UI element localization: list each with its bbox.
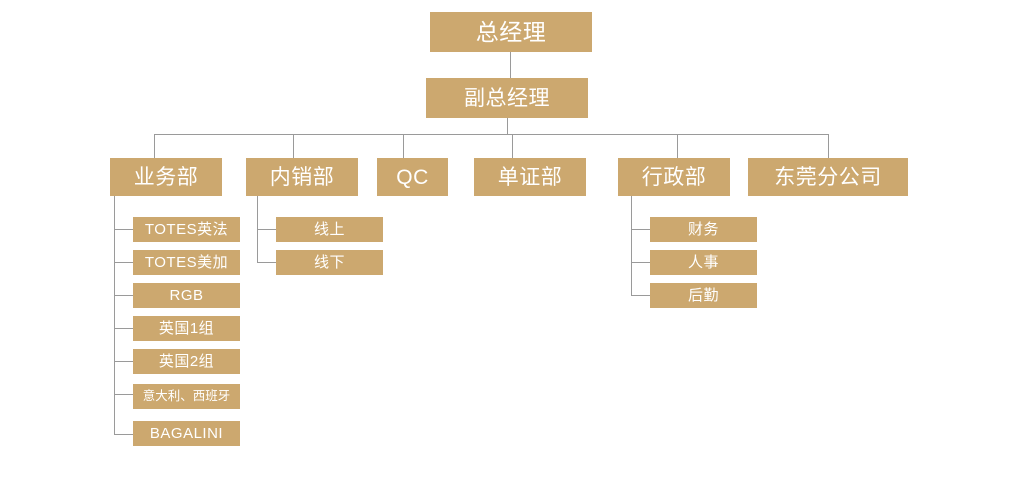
connector-sales-branch-6	[114, 394, 133, 395]
department-sales[interactable]: 业务部	[110, 158, 222, 196]
domestic-team-online[interactable]: 线上	[276, 217, 383, 242]
sales-team-uk-group-2[interactable]: 英国2组	[133, 349, 240, 374]
connector-bus-to-docs	[512, 134, 513, 158]
connector-sales-spine	[114, 196, 115, 434]
connector-bus-to-dongguan	[828, 134, 829, 158]
connector-sales-branch-2	[114, 262, 133, 263]
sales-team-totes-uk-france[interactable]: TOTES英法	[133, 217, 240, 242]
connector-bus-to-qc	[403, 134, 404, 158]
connector-department-bus	[154, 134, 828, 135]
department-dongguan-branch[interactable]: 东莞分公司	[748, 158, 908, 196]
department-documentation[interactable]: 单证部	[474, 158, 586, 196]
connector-domestic-branch-2	[257, 262, 276, 263]
department-administration[interactable]: 行政部	[618, 158, 730, 196]
node-general-manager[interactable]: 总经理	[430, 12, 592, 52]
admin-team-hr[interactable]: 人事	[650, 250, 757, 275]
admin-team-finance[interactable]: 财务	[650, 217, 757, 242]
connector-sales-branch-3	[114, 295, 133, 296]
admin-team-logistics[interactable]: 后勤	[650, 283, 757, 308]
sales-team-uk-group-1[interactable]: 英国1组	[133, 316, 240, 341]
node-vice-general-manager[interactable]: 副总经理	[426, 78, 588, 118]
department-qc[interactable]: QC	[377, 158, 448, 196]
sales-team-bagalini[interactable]: BAGALINI	[133, 421, 240, 446]
connector-sales-branch-5	[114, 361, 133, 362]
sales-team-rgb[interactable]: RGB	[133, 283, 240, 308]
connector-admin-branch-3	[631, 295, 650, 296]
connector-admin-spine	[631, 196, 632, 296]
sales-team-italy-spain[interactable]: 意大利、西班牙	[133, 384, 240, 409]
connector-admin-branch-1	[631, 229, 650, 230]
connector-sales-branch-4	[114, 328, 133, 329]
connector-domestic-branch-1	[257, 229, 276, 230]
domestic-team-offline[interactable]: 线下	[276, 250, 383, 275]
connector-gm-to-vgm	[510, 52, 511, 78]
connector-bus-to-admin	[677, 134, 678, 158]
connector-bus-to-domestic	[293, 134, 294, 158]
connector-sales-branch-7	[114, 434, 133, 435]
connector-admin-branch-2	[631, 262, 650, 263]
connector-bus-to-sales	[154, 134, 155, 158]
department-domestic-sales[interactable]: 内销部	[246, 158, 358, 196]
connector-sales-branch-1	[114, 229, 133, 230]
sales-team-totes-us-canada[interactable]: TOTES美加	[133, 250, 240, 275]
connector-vgm-to-bus	[507, 118, 508, 135]
